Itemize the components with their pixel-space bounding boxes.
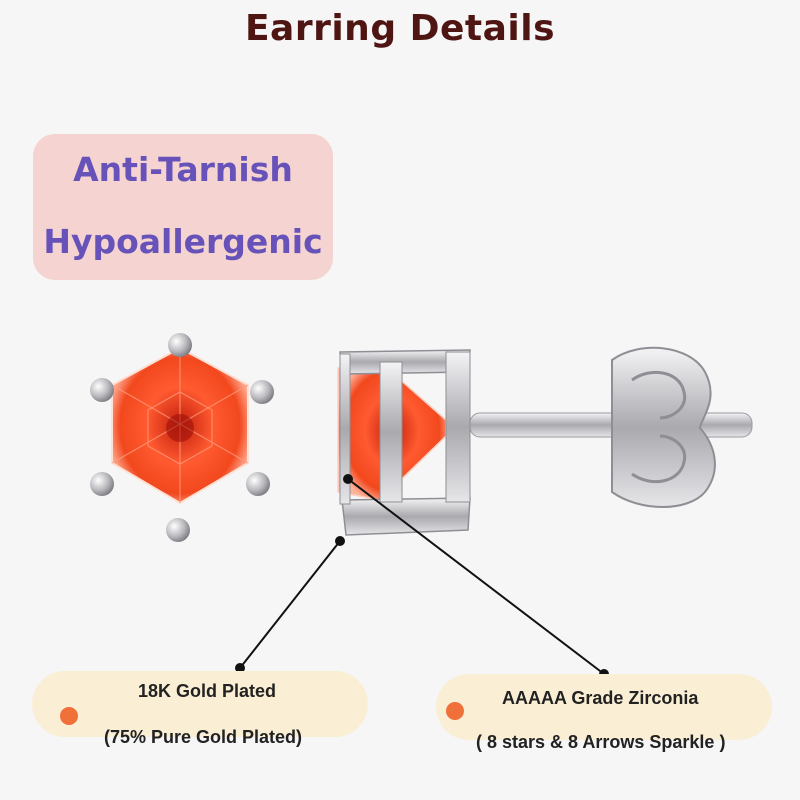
callout-gold-title: 18K Gold Plated bbox=[138, 681, 277, 701]
orange-dot-icon bbox=[446, 702, 464, 720]
callout-zirconia-detail: ( 8 stars & 8 Arrows Sparkle ) bbox=[476, 732, 726, 752]
feature-anti-tarnish: Anti-Tarnish bbox=[73, 150, 293, 189]
callout-gold-detail: (75% Pure Gold Plated) bbox=[104, 727, 303, 747]
gem-front-view bbox=[90, 333, 274, 542]
feature-hypoallergenic: Hypoallergenic bbox=[43, 222, 323, 261]
callout-zirconia: AAAAA Grade Zirconia ( 8 stars & 8 Arrow… bbox=[436, 674, 772, 752]
orange-dot-icon bbox=[60, 707, 78, 725]
feature-badge-box: Anti-Tarnish Hypoallergenic bbox=[33, 134, 333, 280]
earring-side-view bbox=[337, 346, 753, 536]
callout-zirconia-title: AAAAA Grade Zirconia bbox=[502, 688, 699, 708]
page-title: Earring Details bbox=[244, 8, 556, 49]
callout-pointers bbox=[239, 478, 605, 675]
callout-gold-plated: 18K Gold Plated (75% Pure Gold Plated) bbox=[32, 671, 368, 747]
